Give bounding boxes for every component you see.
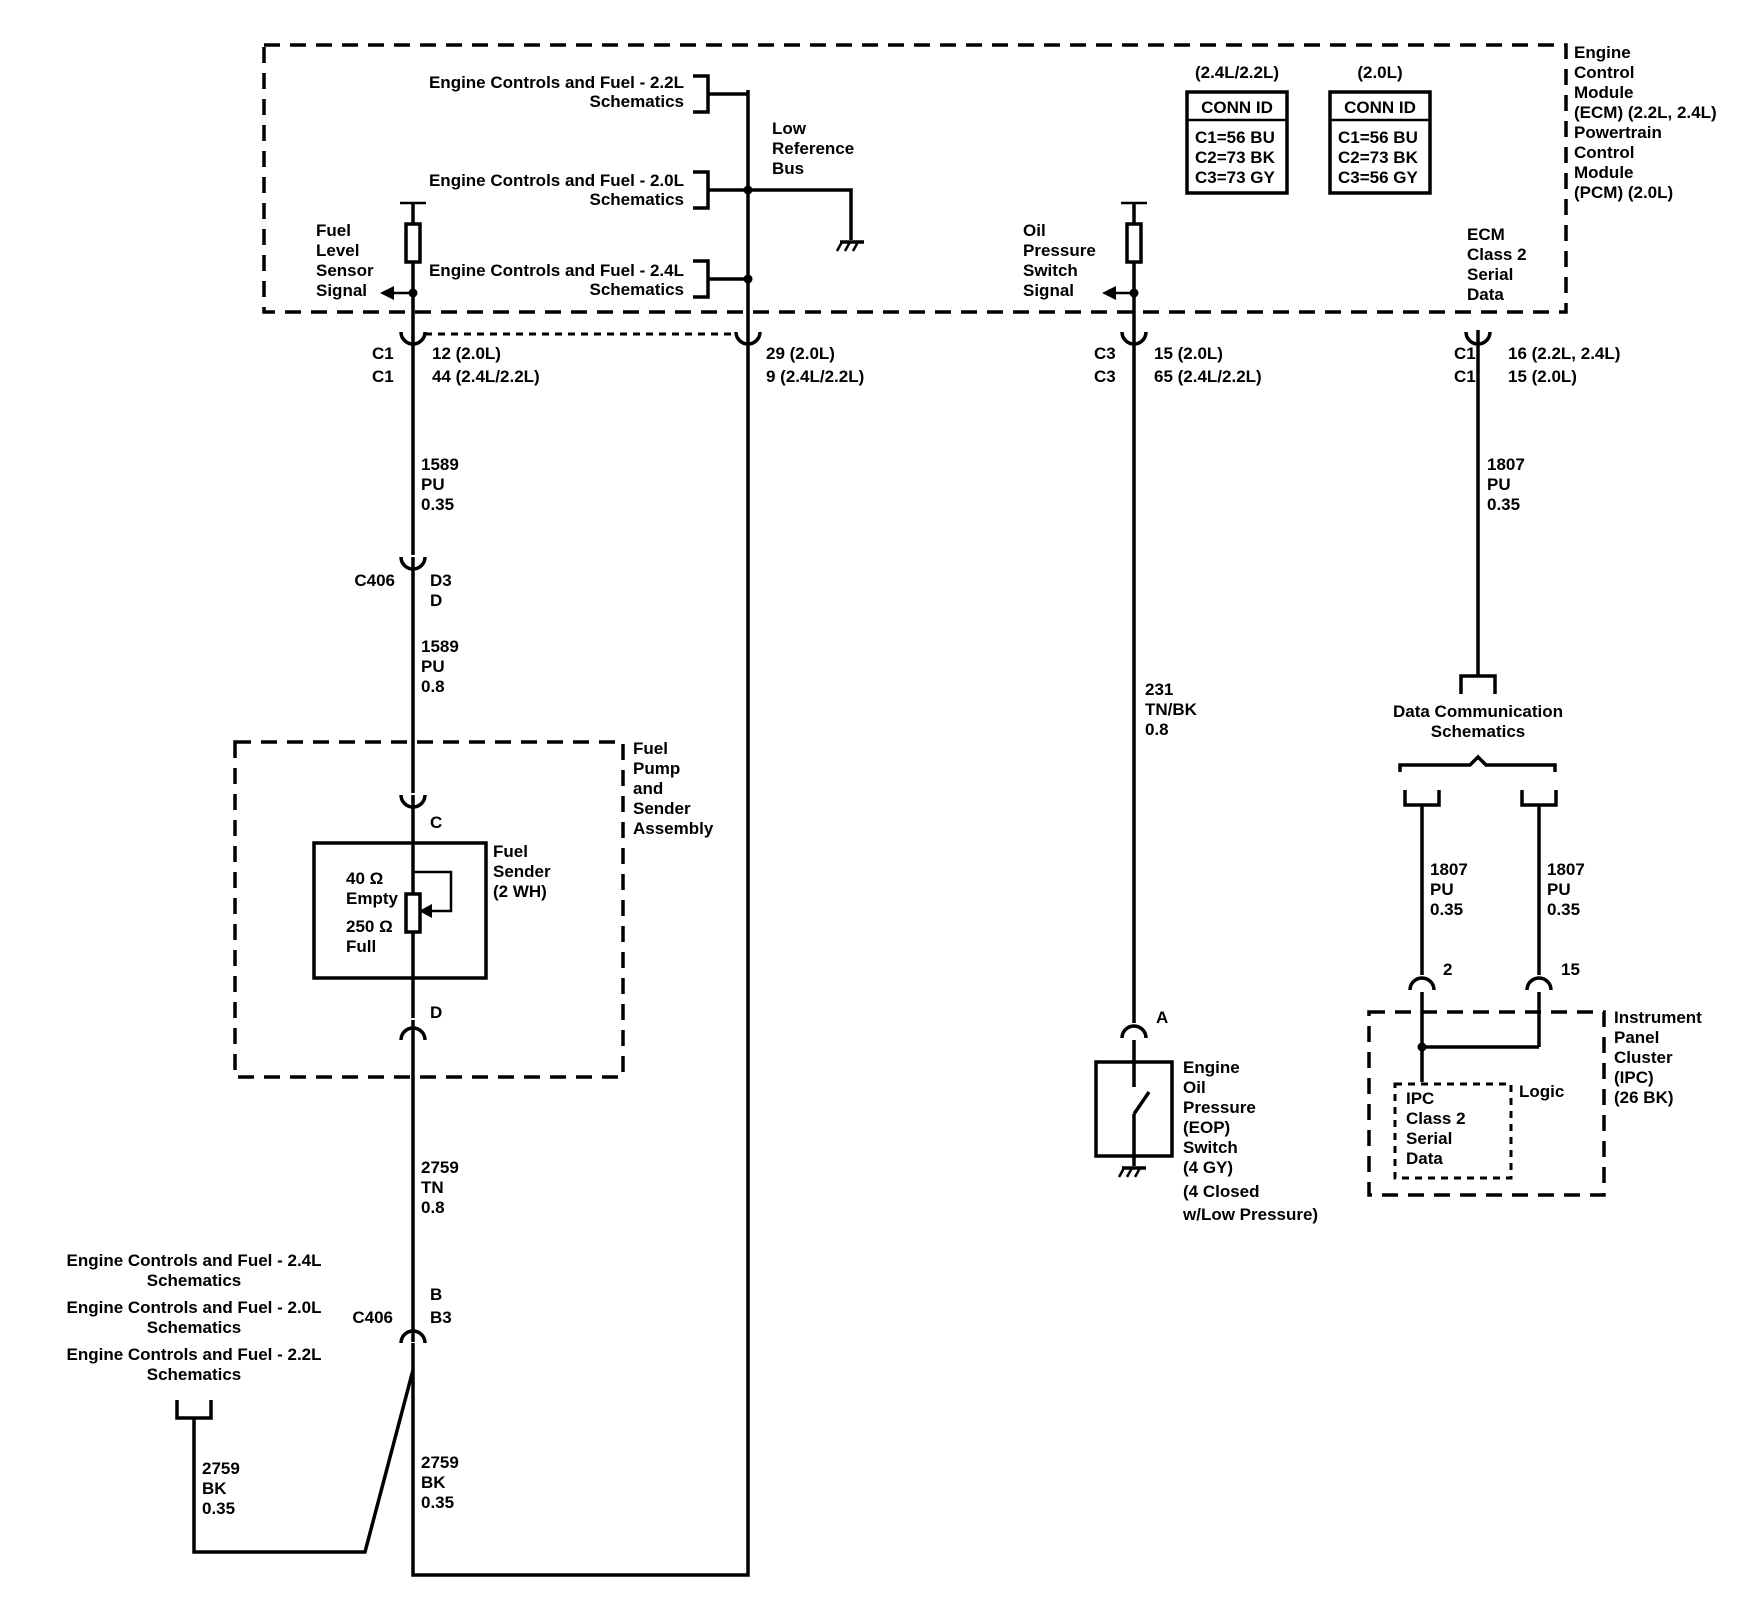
c406-bottom-connector: [399, 1329, 427, 1344]
data-comm-label-line1: Data Communication: [1393, 702, 1563, 721]
conn-id-table-24-22: (2.4L/2.2L) CONN ID C1=56 BU C2=73 BK C3…: [1185, 63, 1289, 195]
svg-text:C1=56 BU: C1=56 BU: [1195, 128, 1275, 147]
c406-bottom-pins: B B3: [430, 1285, 452, 1327]
ecm-schematic-ref-2-2l: Engine Controls and Fuel - 2.2L Schemati…: [429, 73, 748, 114]
ipc-pin-15-label: 15: [1561, 960, 1580, 979]
eop-pin-a: A: [1156, 1008, 1168, 1027]
ecm-module-boundary: [262, 43, 1568, 314]
svg-text:Schematics: Schematics: [147, 1318, 242, 1337]
eop-switch-contact: [1132, 1091, 1151, 1115]
fuel-pump-sender-assembly-label: Fuel Pump and Sender Assembly: [633, 739, 714, 838]
wire-231-tn-bk-label: 231 TN/BK 0.8: [1145, 680, 1202, 739]
oil-pressure-pullup-resistor: [1125, 222, 1143, 264]
svg-text:Engine Controls and Fuel - 2.0: Engine Controls and Fuel - 2.0L: [66, 1298, 321, 1317]
svg-text:(2.0L): (2.0L): [1357, 63, 1402, 82]
conn-id-table-20: (2.0L) CONN ID C1=56 BU C2=73 BK C3=56 G…: [1328, 63, 1432, 195]
fuel-sender-empty-label: Empty: [346, 889, 399, 908]
oil-pin-numbers: 15 (2.0L) 65 (2.4L/2.2L): [1154, 344, 1262, 386]
oil-connector-ids: C3 C3: [1094, 344, 1120, 386]
wire-2759-bk-right-label: 2759 BK 0.35: [421, 1453, 464, 1512]
ecm-schematic-ref-2-4l: Engine Controls and Fuel - 2.4L Schemati…: [429, 259, 748, 299]
instrument-panel-cluster: [1367, 1010, 1606, 1197]
wire-1589-pu-0-35-label: 1589 PU 0.35: [421, 455, 464, 514]
fuel-level-signal-arrow: [380, 286, 394, 300]
fuel-sender-full-ohms: 250 Ω: [346, 917, 393, 936]
c406-top-pins: D3 D: [430, 571, 456, 610]
eop-switch-label: Engine Oil Pressure (EOP) Switch (4 GY) …: [1182, 1058, 1318, 1224]
svg-text:CONN ID: CONN ID: [1201, 98, 1273, 117]
ipc-connector-pin-2: [1408, 976, 1436, 991]
data-connector-ids: C1 C1: [1454, 344, 1480, 386]
wire-1807-right-label: 1807 PU 0.35: [1547, 860, 1590, 919]
wire-2759-bk-0-35-branch: [192, 1369, 415, 1554]
c406-bottom-label: C406: [352, 1308, 393, 1327]
svg-text:Schematics: Schematics: [590, 280, 685, 299]
svg-text:Engine Controls and Fuel - 2.2: Engine Controls and Fuel - 2.2L: [429, 73, 684, 92]
ipc-connector-pin-15: [1525, 976, 1553, 991]
data-comm-label-line2: Schematics: [1431, 722, 1526, 741]
ecm-class2-data-label: ECM Class 2 Serial Data: [1467, 225, 1531, 304]
fuel-sender-variable-resistor: [404, 892, 422, 934]
instrument-panel-cluster-label: Instrument Panel Cluster (IPC) (26 BK): [1614, 1008, 1707, 1107]
svg-text:Engine Controls and Fuel - 2.2: Engine Controls and Fuel - 2.2L: [66, 1345, 321, 1364]
data-comm-bracket-right: [1520, 790, 1558, 807]
fuel-level-signal-label: Fuel Level Sensor Signal: [316, 221, 378, 300]
oil-pressure-signal-arrow: [1102, 286, 1116, 300]
data-comm-bracket-top: [1459, 674, 1497, 694]
svg-text:Schematics: Schematics: [147, 1271, 242, 1290]
fuel-sender-name: Fuel Sender (2 WH): [493, 842, 555, 901]
wire-2759-tn-0-8-label: 2759 TN 0.8: [421, 1158, 464, 1217]
fuel-sender-full-label: Full: [346, 937, 376, 956]
data-pin-numbers: 16 (2.2L, 2.4L) 15 (2.0L): [1508, 344, 1625, 386]
ecm-schematic-ref-2-0l: Engine Controls and Fuel - 2.0L Schemati…: [429, 170, 748, 210]
ground-ref-bracket: [175, 1400, 213, 1420]
fuel-sender-empty-ohms: 40 Ω: [346, 869, 383, 888]
svg-text:C3=73 GY: C3=73 GY: [1195, 168, 1276, 187]
oil-pressure-switch-signal-circuit: Oil Pressure Switch Signal: [1023, 201, 1147, 330]
svg-text:Engine Controls and Fuel - 2.4: Engine Controls and Fuel - 2.4L: [429, 261, 684, 280]
data-comm-brace: [1398, 754, 1557, 772]
ipc-class2-serial-data-label: IPC Class 2 Serial Data: [1406, 1089, 1470, 1168]
oil-pressure-signal-label: Oil Pressure Switch Signal: [1023, 221, 1101, 300]
svg-text:C2=73 BK: C2=73 BK: [1195, 148, 1276, 167]
fuel-pin-numbers: 12 (2.0L) 44 (2.4L/2.2L): [432, 344, 540, 386]
svg-text:Schematics: Schematics: [147, 1365, 242, 1384]
lowref-pin-numbers: 29 (2.0L) 9 (2.4L/2.2L): [766, 344, 864, 386]
low-reference-bus: Low Reference Bus: [743, 90, 864, 330]
c406-top-label: C406: [354, 571, 395, 590]
ground-schematic-refs: Engine Controls and Fuel - 2.4L Schemati…: [66, 1251, 321, 1384]
fuel-pump-pin-c: C: [430, 813, 442, 832]
ipc-pin-2-label: 2: [1443, 960, 1452, 979]
fuel-level-sensor-signal-circuit: Fuel Level Sensor Signal: [316, 201, 426, 330]
wire-2759-bk-left-label: 2759 BK 0.35: [202, 1459, 245, 1518]
fuel-connector-ids: C1 C1: [372, 344, 398, 386]
svg-text:Engine Controls and Fuel - 2.0: Engine Controls and Fuel - 2.0L: [429, 171, 684, 190]
eop-connector-a: [1120, 1024, 1148, 1039]
data-comm-bracket-left: [1403, 790, 1441, 807]
ecm-module-name: Engine Control Module (ECM) (2.2L, 2.4L)…: [1574, 43, 1721, 202]
svg-text:C1=56 BU: C1=56 BU: [1338, 128, 1418, 147]
svg-text:C2=73 BK: C2=73 BK: [1338, 148, 1419, 167]
svg-text:Schematics: Schematics: [590, 190, 685, 209]
wire-1589-pu-0-8-label: 1589 PU 0.8: [421, 637, 464, 696]
wire-1807-left-label: 1807 PU 0.35: [1430, 860, 1473, 919]
ipc-class2-serial-data-logic: [1393, 1082, 1513, 1180]
wire-2759-bk-0-35-ground-return: [411, 330, 750, 1577]
svg-text:Schematics: Schematics: [590, 92, 685, 111]
wire-1807-upper-label: 1807 PU 0.35: [1487, 455, 1530, 514]
svg-text:C3=56 GY: C3=56 GY: [1338, 168, 1419, 187]
ipc-logic-label: Logic: [1519, 1082, 1564, 1101]
fuel-level-pullup-resistor: [404, 222, 422, 264]
svg-text:Engine Controls and Fuel - 2.4: Engine Controls and Fuel - 2.4L: [66, 1251, 321, 1270]
low-reference-bus-label: Low Reference Bus: [772, 119, 859, 178]
svg-text:CONN ID: CONN ID: [1344, 98, 1416, 117]
fuel-pump-pin-d: D: [430, 1003, 442, 1022]
svg-text:(2.4L/2.2L): (2.4L/2.2L): [1195, 63, 1279, 82]
fuel-sender: [312, 841, 488, 980]
fuel-pump-sender-assembly: [233, 740, 625, 1079]
